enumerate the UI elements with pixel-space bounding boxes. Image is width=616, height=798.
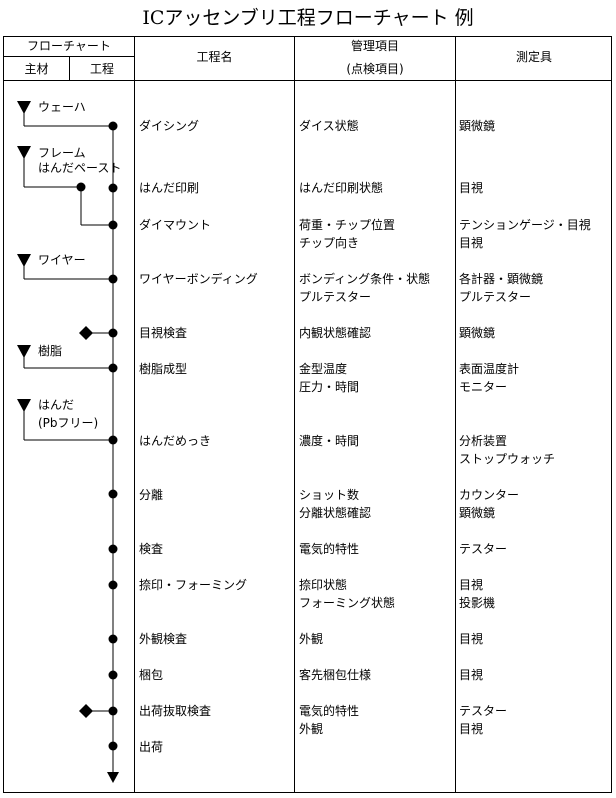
instrument: カウンター: [459, 488, 520, 502]
control-item: 外観: [299, 722, 324, 736]
process-step-dot: [108, 489, 118, 499]
control-item: 圧力・時間: [299, 380, 360, 394]
instrument: プルテスター: [459, 290, 532, 304]
header-divider: [3, 56, 134, 57]
process-step-dot: [108, 328, 118, 338]
instrument: 顕微鏡: [459, 506, 496, 520]
instrument: テスター: [459, 704, 508, 718]
process-step-dot: [108, 183, 118, 193]
process-step-dot: [108, 220, 118, 230]
process-step-dot: [108, 121, 118, 131]
column-divider: [455, 36, 456, 793]
material-input-triangle-icon: [17, 345, 31, 358]
control-item: 捺印状態: [299, 578, 348, 592]
process-name: ワイヤーボンディング: [139, 272, 258, 286]
instrument: テスター: [459, 542, 508, 556]
inspection-diamond-icon: [79, 326, 93, 340]
process-name: 外観検査: [139, 632, 188, 646]
control-item: 内観状態確認: [299, 326, 372, 340]
instrument: 目視: [459, 722, 484, 736]
instrument: 目視: [459, 632, 484, 646]
process-step-dot: [108, 544, 118, 554]
material-input-triangle-icon: [17, 254, 31, 267]
header-process-name: 工程名: [196, 50, 233, 64]
control-item: 外観: [299, 632, 324, 646]
instrument: 表面温度計: [459, 362, 520, 376]
material-input-triangle-icon: [17, 101, 31, 114]
process-name: ダイシング: [139, 119, 200, 133]
material-label: (Pbフリー): [38, 416, 99, 430]
process-name: はんだめっき: [139, 434, 212, 448]
material-input-triangle-icon: [17, 399, 31, 412]
instrument: 顕微鏡: [459, 119, 496, 133]
control-item: 荷重・チップ位置: [299, 218, 396, 232]
flow-end-arrow-icon: [107, 772, 119, 783]
control-item: 分離状態確認: [299, 506, 372, 520]
header-process: 工程: [89, 62, 114, 76]
process-name: 樹脂成型: [139, 362, 188, 376]
column-divider: [294, 36, 295, 793]
process-name: 出荷抜取検査: [139, 704, 212, 718]
control-item: ボンディング条件・状態: [299, 272, 431, 286]
process-step-dot: [108, 274, 118, 284]
material-label: ワイヤー: [38, 253, 86, 267]
material-label: はんだ: [38, 398, 75, 412]
process-name: 検査: [139, 542, 164, 556]
instrument: 目視: [459, 668, 484, 682]
control-item: ダイス状態: [299, 119, 359, 133]
control-item: 濃度・時間: [299, 434, 360, 448]
process-name: ダイマウント: [139, 218, 212, 232]
inspection-diamond-icon: [79, 704, 93, 718]
material-label: ウェーハ: [38, 100, 86, 114]
header-instrument: 測定具: [515, 50, 552, 64]
control-item: 客先梱包仕様: [299, 668, 372, 682]
control-item: フォーミング状態: [299, 596, 396, 610]
control-item: ショット数: [299, 488, 360, 502]
process-step-dot: [108, 706, 118, 716]
header-main-material: 主材: [24, 62, 49, 76]
control-item: チップ向き: [299, 236, 360, 250]
column-divider: [134, 36, 135, 793]
material-label: 樹脂: [38, 344, 63, 358]
header-control-item-sub: (点検項目): [346, 62, 404, 76]
process-name: 梱包: [139, 668, 164, 682]
instrument: モニター: [459, 380, 508, 394]
control-item: 電気的特性: [299, 704, 360, 718]
subheader-divider: [69, 56, 70, 80]
header-bottom-line: [3, 80, 612, 81]
process-name: はんだ印刷: [139, 181, 200, 195]
instrument: 分析装置: [459, 434, 508, 448]
header-control-item: 管理項目: [350, 39, 399, 53]
material-label: はんだペースト: [38, 161, 122, 175]
control-item: はんだ印刷状態: [299, 181, 384, 195]
header-flowchart: フローチャート: [27, 39, 111, 53]
control-item: プルテスター: [299, 290, 372, 304]
process-name: 出荷: [139, 740, 164, 754]
instrument: 各計器・顕微鏡: [459, 272, 544, 286]
page-title: ICアッセンブリ工程フローチャート 例: [142, 7, 474, 29]
process-step-dot: [76, 182, 86, 192]
process-name: 目視検査: [139, 326, 188, 340]
process-step-dot: [108, 435, 118, 445]
process-name: 捺印・フォーミング: [139, 578, 248, 592]
control-item: 金型温度: [299, 362, 348, 376]
process-step-dot: [108, 580, 118, 590]
instrument: 目視: [459, 181, 484, 195]
process-name: 分離: [139, 488, 164, 502]
material-input-triangle-icon: [17, 146, 31, 159]
process-step-dot: [108, 670, 118, 680]
material-label: フレーム: [38, 146, 86, 160]
instrument: テンションゲージ・目視: [459, 218, 591, 232]
instrument: 顕微鏡: [459, 326, 496, 340]
flowchart-table: [3, 36, 612, 793]
instrument: 投影機: [459, 596, 496, 610]
instrument: 目視: [459, 236, 484, 250]
process-step-dot: [108, 634, 118, 644]
process-step-dot: [108, 363, 118, 373]
instrument: 目視: [459, 578, 484, 592]
process-step-dot: [108, 741, 118, 751]
instrument: ストップウォッチ: [459, 452, 556, 466]
control-item: 電気的特性: [299, 542, 360, 556]
